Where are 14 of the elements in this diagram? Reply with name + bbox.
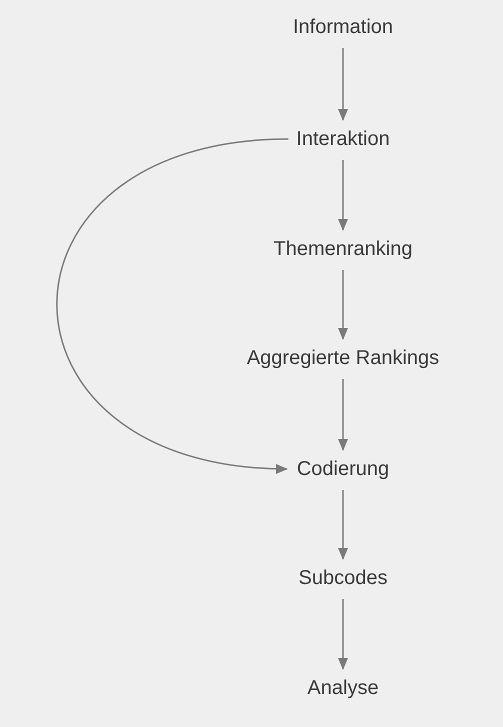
arrow — [338, 379, 348, 451]
arrow — [56, 138, 288, 473]
arrow — [338, 48, 348, 121]
step-label: Themenranking — [274, 237, 412, 262]
arrow — [338, 160, 348, 231]
arrow — [338, 599, 348, 670]
step-label: Interaktion — [296, 127, 390, 152]
step-label: Subcodes — [298, 566, 388, 591]
step-label: Information — [292, 15, 394, 40]
step-label: Aggregierte Rankings — [246, 346, 440, 371]
arrow — [338, 490, 348, 560]
step-label: Codierung — [296, 457, 390, 482]
arrow — [338, 270, 348, 340]
step-label: Analyse — [307, 676, 379, 701]
